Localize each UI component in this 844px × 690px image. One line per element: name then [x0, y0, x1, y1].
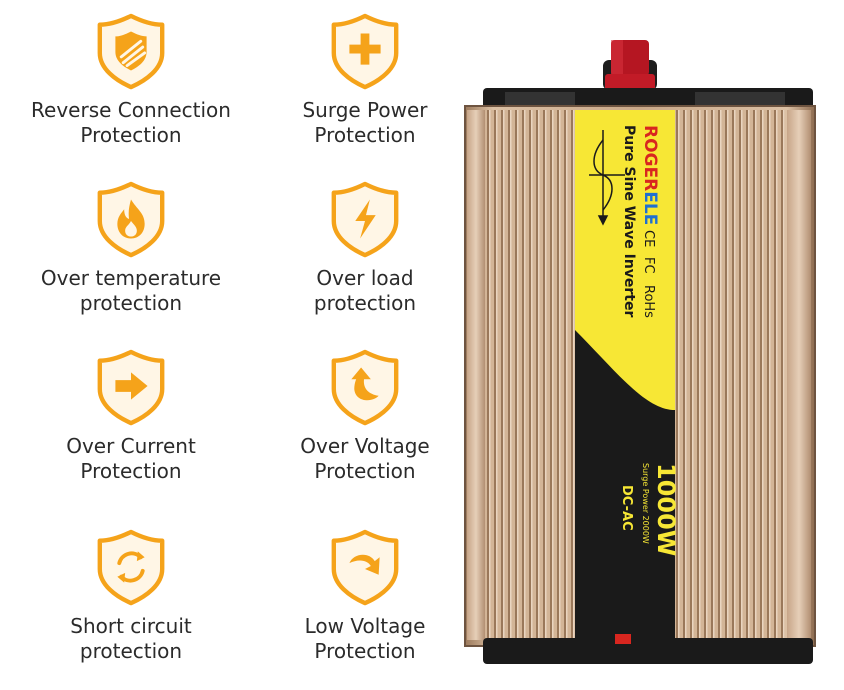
feature-short-circuit: Short circuit protection: [21, 528, 241, 664]
feature-label: Over temperature protection: [40, 266, 222, 315]
refresh-cycle-icon: [97, 529, 165, 606]
feature-label: Over Voltage Protection: [300, 434, 430, 483]
feature-label: Reverse Connection Protection: [31, 98, 231, 147]
lightning-bolt-icon: [331, 181, 399, 258]
sine-wave-graphic: [589, 130, 625, 226]
terminal-post: [603, 40, 657, 94]
feature-label: Surge Power Protection: [302, 98, 428, 147]
plus-icon: [331, 13, 399, 90]
bottom-end-cap: [483, 638, 813, 664]
certification-rohs: RoHs: [641, 285, 656, 318]
dc-ac-type: DC-AC: [619, 485, 634, 531]
brand-logo: ROGERELE: [640, 125, 660, 225]
model-name: Pure Sine Wave Inverter: [621, 125, 637, 317]
feature-over-load: Over load protection: [255, 180, 475, 316]
feature-label: Over load protection: [313, 266, 417, 315]
inverter-product-image: ROGERELE Pure Sine Wave Inverter CE FC R…: [464, 40, 816, 664]
feature-reverse-connection: Reverse Connection Protection: [21, 12, 241, 148]
flame-icon: [97, 181, 165, 258]
feature-label: Low Voltage Protection: [304, 614, 426, 663]
feature-over-voltage: Over Voltage Protection: [255, 348, 475, 484]
feature-label: Short circuit protection: [70, 614, 192, 663]
curved-arrow-up-icon: [331, 349, 399, 426]
feature-over-temperature: Over temperature protection: [21, 180, 241, 316]
feature-surge-power: Surge Power Protection: [255, 12, 475, 148]
arrow-right-icon: [97, 349, 165, 426]
feature-over-current: Over Current Protection: [21, 348, 241, 484]
surge-rating: Surge Power 2000W: [641, 463, 650, 544]
feature-low-voltage: Low Voltage Protection: [255, 528, 475, 664]
shield-badge-icon: [97, 13, 165, 90]
power-rating: 1000W: [652, 463, 680, 556]
certification-ce: CE: [641, 230, 656, 247]
certification-fc: FC: [641, 257, 656, 274]
feature-label: Over Current Protection: [66, 434, 196, 483]
curved-arrow-down-icon: [331, 529, 399, 606]
